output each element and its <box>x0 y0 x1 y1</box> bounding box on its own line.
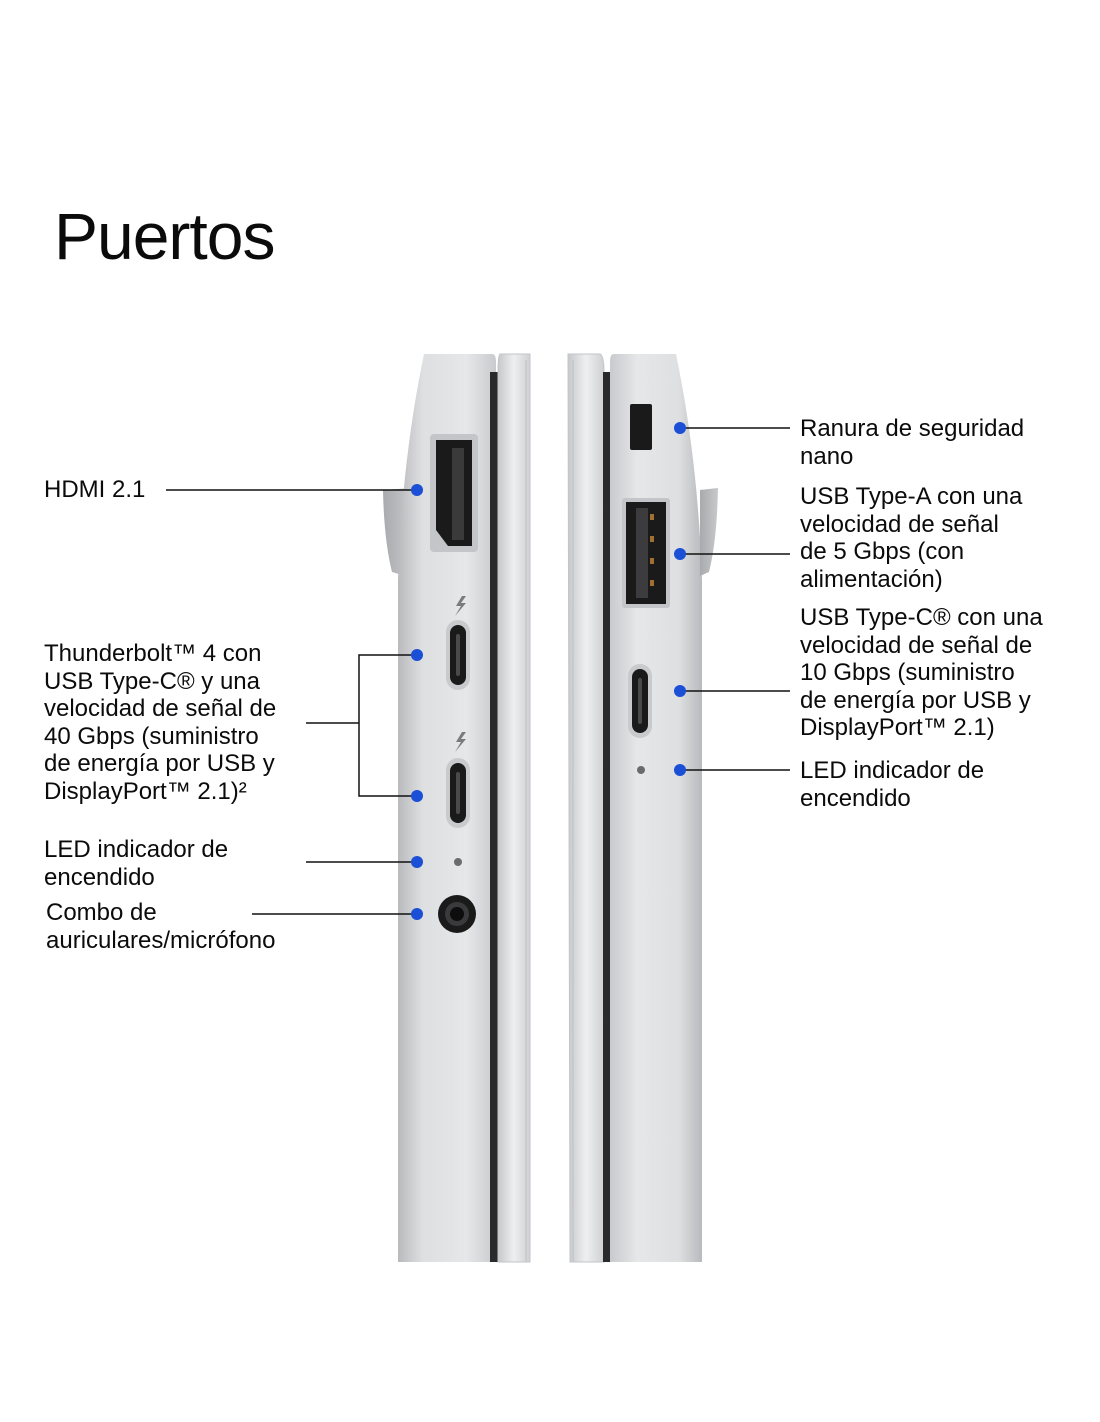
right-led-indicator <box>637 766 645 774</box>
security-callout-dot <box>674 422 686 434</box>
left-hinge-gap <box>490 372 498 1262</box>
right-led-label: LED indicador de encendido <box>800 757 985 812</box>
page-title: Puertos <box>54 199 275 273</box>
audio-combo-label: Combo de auriculares/micrófono <box>46 899 276 954</box>
right-callout-dots <box>674 422 686 776</box>
security-slot-label: Ranura de seguridad nano <box>800 415 1025 470</box>
left-led-label: LED indicador de encendido <box>44 836 229 891</box>
right-foot <box>700 488 718 576</box>
left-led-callout-dot <box>411 856 423 868</box>
right-side-view <box>567 353 718 1263</box>
thunderbolt-icon-1 <box>455 596 466 616</box>
right-callouts <box>680 427 790 771</box>
left-callout-dots <box>411 484 423 920</box>
usb-c-label: USB Type-C® con una velocidad de señal d… <box>800 604 1043 741</box>
security-slot <box>630 404 652 450</box>
usb-c-callout-dot <box>674 685 686 697</box>
right-chassis <box>610 354 702 1262</box>
usb-a-label: USB Type-A con una velocidad de señal de… <box>800 483 1023 593</box>
thunderbolt-2-callout-dot <box>411 790 423 802</box>
left-led-indicator <box>454 858 462 866</box>
thunderbolt-bracket <box>358 654 416 797</box>
thunderbolt-1-callout-dot <box>411 649 423 661</box>
left-side-view <box>383 353 531 1263</box>
audio-jack <box>438 895 476 933</box>
hdmi-label: HDMI 2.1 <box>44 476 146 503</box>
hdmi-port <box>430 434 478 552</box>
thunderbolt-label: Thunderbolt™ 4 con USB Type-C® y una vel… <box>44 640 277 805</box>
right-led-callout-dot <box>674 764 686 776</box>
usb-a-port <box>622 498 670 608</box>
left-callouts <box>166 489 416 915</box>
usb-a-callout-dot <box>674 548 686 560</box>
left-lid <box>497 353 531 1263</box>
audio-callout-dot <box>411 908 423 920</box>
thunderbolt-icon-2 <box>455 732 466 752</box>
right-hinge-gap <box>603 372 611 1262</box>
hdmi-callout-dot <box>411 484 423 496</box>
